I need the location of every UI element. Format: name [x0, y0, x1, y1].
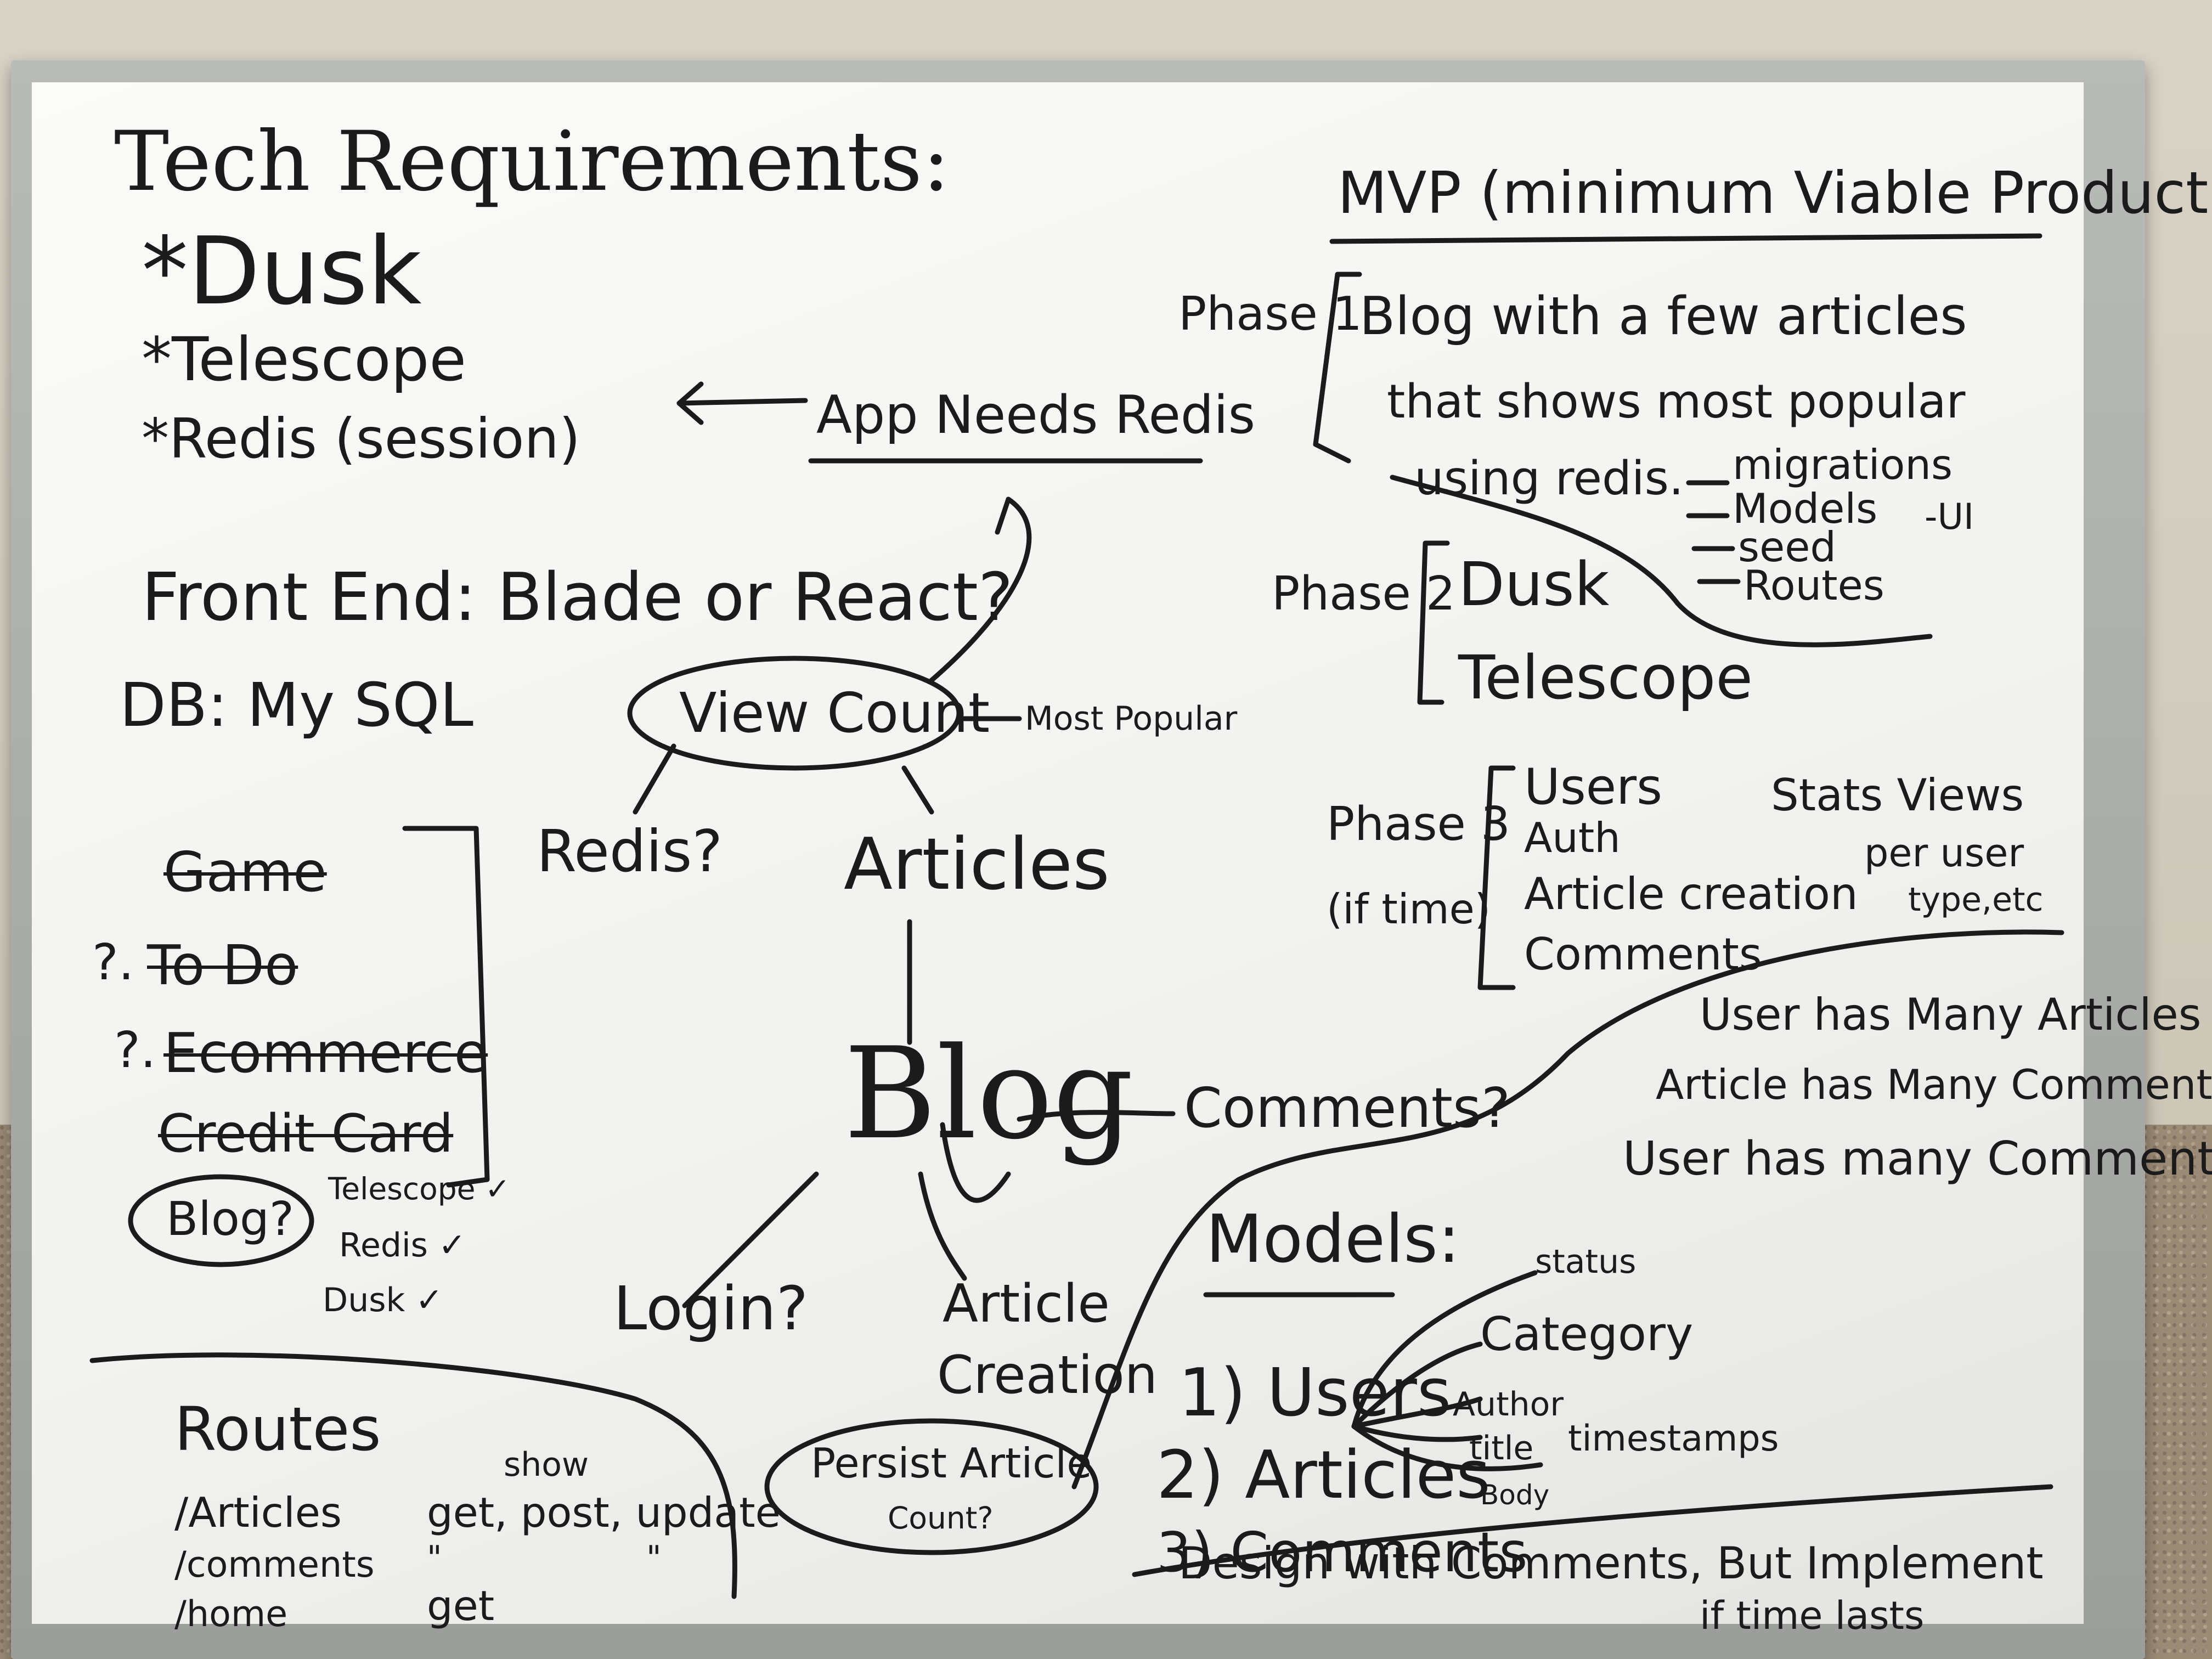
app-needs-redis-note: App Needs Redis — [816, 385, 1256, 445]
option-blog: Blog? — [166, 1192, 295, 1246]
models-title: Models: — [1206, 1201, 1460, 1278]
phase1-sub-routes: Routes — [1743, 561, 1884, 610]
most-popular-label: Most Popular — [1025, 699, 1238, 738]
phase1-line1: Blog with a few articles — [1359, 286, 1967, 347]
login-question: Login? — [613, 1273, 809, 1344]
relation-user-articles: User has Many Articles — [1700, 989, 2202, 1040]
blog-check-redis: Redis ✓ — [339, 1226, 466, 1265]
phase3-if-time: (if time) — [1327, 885, 1491, 933]
route-comments: /comments — [174, 1544, 375, 1585]
article-creation-line1: Article — [943, 1274, 1110, 1334]
route-show-label: show — [504, 1446, 589, 1484]
field-status: status — [1535, 1243, 1637, 1281]
stats-note-line2: per user — [1864, 831, 2024, 876]
model-comments: 3) Comments — [1156, 1520, 1528, 1584]
route-articles-methods: get, post, update — [427, 1488, 781, 1537]
phase3-users: Users — [1524, 758, 1663, 816]
phase3-auth: Auth — [1524, 814, 1621, 862]
field-timestamps: timestamps — [1568, 1418, 1779, 1459]
phase1-sub-seed: seed — [1738, 523, 1836, 571]
option-game: Game — [163, 840, 327, 904]
redis-question: Redis? — [537, 818, 723, 885]
route-home-methods: get — [427, 1582, 495, 1630]
phase1-label: Phase 1 — [1178, 287, 1362, 341]
persist-count-line1: Persist Article — [811, 1439, 1092, 1487]
routes-title: Routes — [174, 1394, 381, 1464]
route-comments-methods: " — [427, 1539, 442, 1577]
field-author: Author — [1453, 1385, 1564, 1424]
field-title: title — [1469, 1429, 1534, 1468]
blog-check-telescope: Telescope ✓ — [328, 1171, 511, 1206]
whiteboard: Tech Requirements: *Dusk *Telescope *Red… — [32, 82, 2212, 1635]
option-ecommerce: Ecommerce — [163, 1021, 488, 1085]
field-category: Category — [1480, 1307, 1694, 1362]
phase2-dusk: Dusk — [1458, 549, 1610, 619]
question-mark-todo: ?. — [92, 934, 134, 991]
blog-check-dusk: Dusk ✓ — [323, 1281, 443, 1319]
persist-count-line2: Count? — [888, 1500, 994, 1536]
tech-requirements-title: Tech Requirements: — [114, 114, 950, 210]
model-articles: 2) Articles — [1156, 1437, 1491, 1514]
view-count-label: View Count — [679, 681, 990, 745]
route-comments-ditto: " — [646, 1539, 662, 1577]
phase2-telescope: Telescope — [1458, 642, 1753, 713]
phase3-article-creation: Article creation — [1524, 868, 1858, 919]
design-note-line2: if time lasts — [1700, 1593, 1925, 1638]
requirement-telescope: *Telescope — [142, 324, 467, 394]
requirement-redis-session: *Redis (session) — [142, 407, 580, 471]
phase1-line2: that shows most popular — [1387, 375, 1966, 429]
relation-article-comments: Article has Many Comments — [1656, 1060, 2212, 1109]
requirement-dusk: *Dusk — [142, 217, 422, 326]
phase2-label: Phase 2 — [1272, 567, 1455, 621]
model-users: 1) Users — [1178, 1355, 1452, 1431]
phase1-line3: using redis. — [1414, 452, 1684, 506]
whiteboard-sketch-lines — [89, 233, 2064, 1599]
phase1-sub-models: Models — [1733, 484, 1878, 533]
route-articles: /Articles — [174, 1488, 342, 1537]
stats-note-line3: type,etc — [1908, 881, 2044, 919]
option-todo: To Do — [147, 933, 298, 997]
front-end-question: Front End: Blade or React? — [142, 560, 1013, 636]
option-credit-card: Credit Card — [158, 1104, 454, 1164]
route-home: /home — [174, 1594, 288, 1635]
article-creation-line2: Creation — [937, 1345, 1158, 1406]
field-body: Body — [1480, 1479, 1550, 1511]
question-mark-ecommerce: ?. — [114, 1022, 156, 1079]
relation-user-comments: User has many Comments — [1623, 1132, 2212, 1186]
stats-note-line1: Stats Views — [1771, 770, 2024, 821]
database-choice: DB: My SQL — [120, 670, 473, 740]
phase3-label: Phase 3 — [1327, 797, 1510, 851]
comments-question: Comments? — [1184, 1076, 1511, 1140]
blog-center-label: Blog — [844, 1021, 1134, 1167]
phase3-comments: Comments — [1524, 929, 1762, 980]
ui-note: -UI — [1925, 496, 1974, 538]
design-note-line1: Design with Comments, But Implement — [1178, 1538, 2044, 1589]
mvp-title: MVP (minimum Viable Product) — [1338, 160, 2212, 227]
articles-label: Articles — [844, 822, 1110, 906]
phase1-sub-migrations: migrations — [1733, 441, 1953, 489]
